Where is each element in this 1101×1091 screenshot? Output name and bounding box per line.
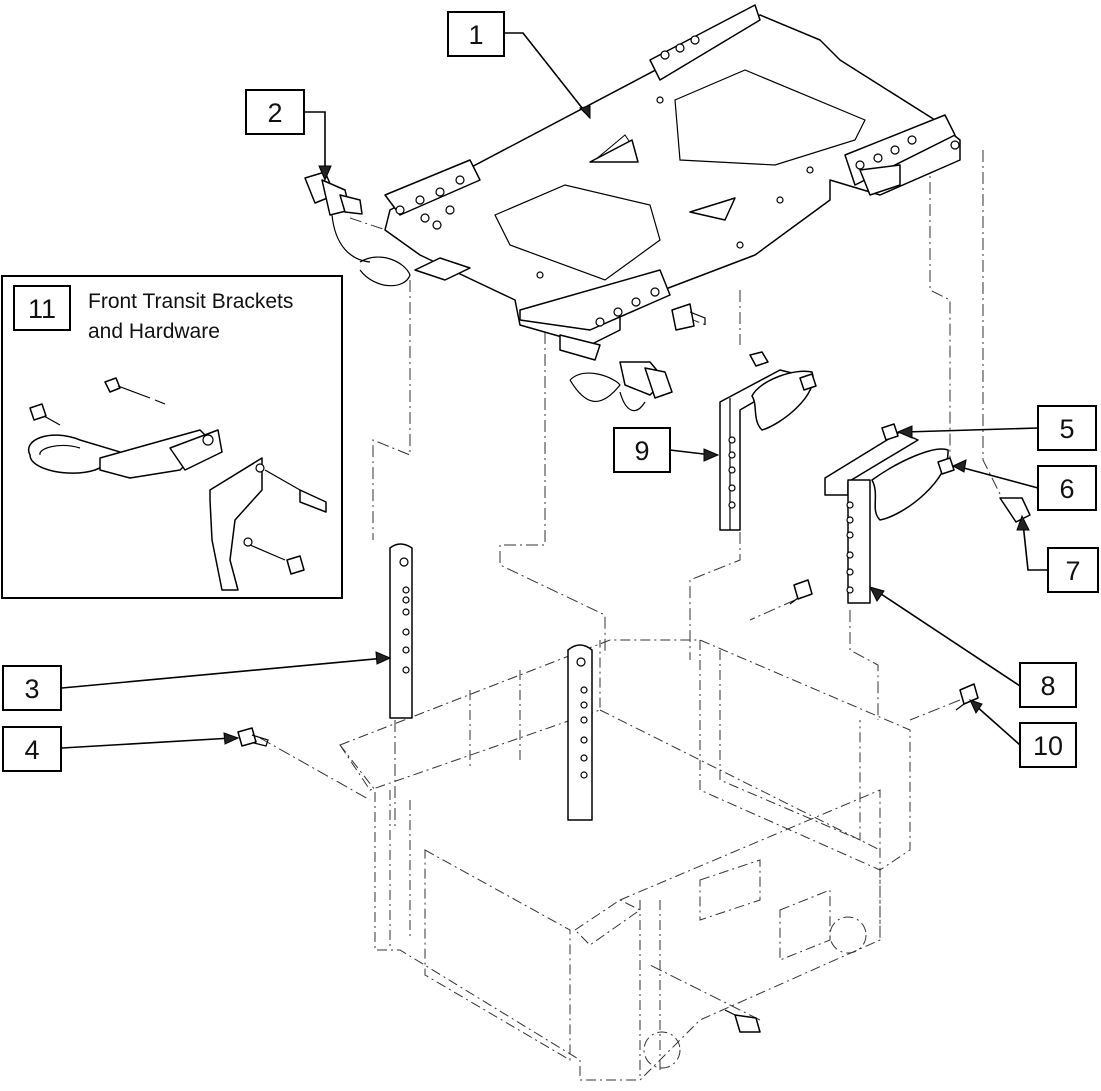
callout-number-7: 7 [1065, 556, 1080, 586]
callout-7: 7 [1047, 547, 1099, 593]
shoulder-bolt-bottom [724, 1009, 761, 1033]
center-upright-bracket [567, 644, 593, 821]
callout-number-2: 2 [267, 98, 282, 128]
callout-6: 6 [1037, 465, 1097, 511]
callout-number-3: 3 [24, 674, 39, 704]
callout-number-5: 5 [1059, 414, 1074, 444]
callout-10: 10 [1019, 722, 1077, 768]
inset-title-line2: and Hardware [88, 320, 220, 343]
shoulder-pin [671, 303, 706, 331]
shoulder-bolt-right [955, 683, 979, 711]
callout-8: 8 [1019, 662, 1077, 708]
callout-number-8: 8 [1040, 671, 1055, 701]
callout-1: 1 [447, 11, 505, 57]
pull-pin-with-lanyard [304, 171, 411, 287]
leader-lines [61, 32, 1048, 749]
main-mounting-plate [384, 4, 961, 361]
base-frame-ghost [339, 639, 911, 1081]
leader-arrowheads [223, 105, 1030, 745]
shoulder-bolt-left [237, 727, 269, 747]
callout-number-9: 9 [634, 436, 649, 466]
rear-transit-bracket-with-handle [824, 423, 1031, 604]
inset-title-line1: Front Transit Brackets [88, 290, 293, 313]
callout-number-10: 10 [1033, 731, 1063, 761]
callout-number-11: 11 [28, 294, 56, 324]
callout-number-4: 4 [24, 735, 39, 765]
callout-9: 9 [613, 427, 671, 473]
callout-3: 3 [2, 665, 62, 711]
shoulder-bolt-rear [789, 579, 813, 605]
inset-bracket-drawing [27, 377, 327, 591]
transit-bracket-with-handle [719, 351, 817, 531]
callout-number-6: 6 [1059, 474, 1074, 504]
callout-number-1: 1 [468, 20, 483, 50]
inset-panel-front-transit: Front Transit Brackets and Hardware 11 [1, 275, 343, 599]
callout-4: 4 [2, 726, 62, 772]
left-upright-bracket [389, 543, 413, 719]
callout-5: 5 [1037, 405, 1097, 451]
callout-2: 2 [245, 89, 305, 135]
pull-pin-with-lanyard-front [569, 361, 673, 412]
alignment-lines [259, 150, 1004, 1021]
callout-box-11 [13, 285, 71, 331]
